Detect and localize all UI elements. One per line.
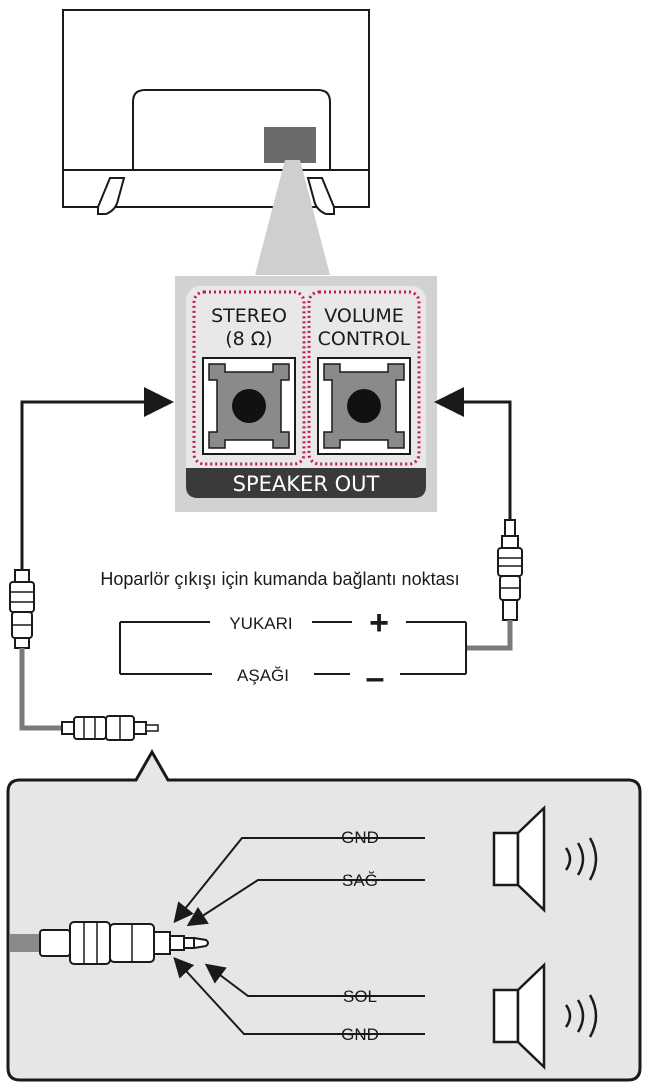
gnd-bottom-label: GND [341, 1025, 379, 1044]
down-label: AŞAĞI [237, 666, 289, 685]
stereo-jack[interactable] [202, 357, 296, 455]
volume-label: VOLUME [324, 305, 404, 327]
volume-control-jack[interactable] [317, 357, 411, 455]
minus-sign: – [366, 659, 385, 697]
port-panel: STEREO (8 Ω) VOLUME CONTROL SPEAKER OUT [175, 276, 437, 512]
gnd-top-label: GND [341, 828, 379, 847]
tv-port-block [264, 127, 316, 163]
left-channel-label: SOL [343, 987, 377, 1006]
right-channel-label: SAĞ [342, 871, 378, 890]
speaker-out-label: SPEAKER OUT [233, 472, 380, 496]
tv-illustration [62, 9, 370, 215]
detail-callout: GND SAĞ SOL GND [6, 748, 642, 1082]
up-label: YUKARI [229, 614, 292, 633]
plus-sign: + [369, 604, 389, 642]
stereo-impedance-label: (8 Ω) [225, 328, 272, 350]
left-plug [9, 569, 35, 649]
right-plug [497, 519, 523, 621]
zoom-wedge [255, 160, 330, 275]
speaker-right-icon [492, 805, 598, 913]
stereo-label: STEREO [211, 305, 287, 327]
cables [9, 387, 523, 741]
jack-plug-detail [10, 921, 209, 965]
control-label: CONTROL [318, 328, 411, 350]
control-wiring: YUKARI + AŞAĞI – [119, 604, 467, 697]
speaker-left-icon [492, 962, 598, 1070]
horizontal-plug [61, 715, 159, 741]
control-caption: Hoparlör çıkışı için kumanda bağlantı no… [100, 569, 459, 589]
